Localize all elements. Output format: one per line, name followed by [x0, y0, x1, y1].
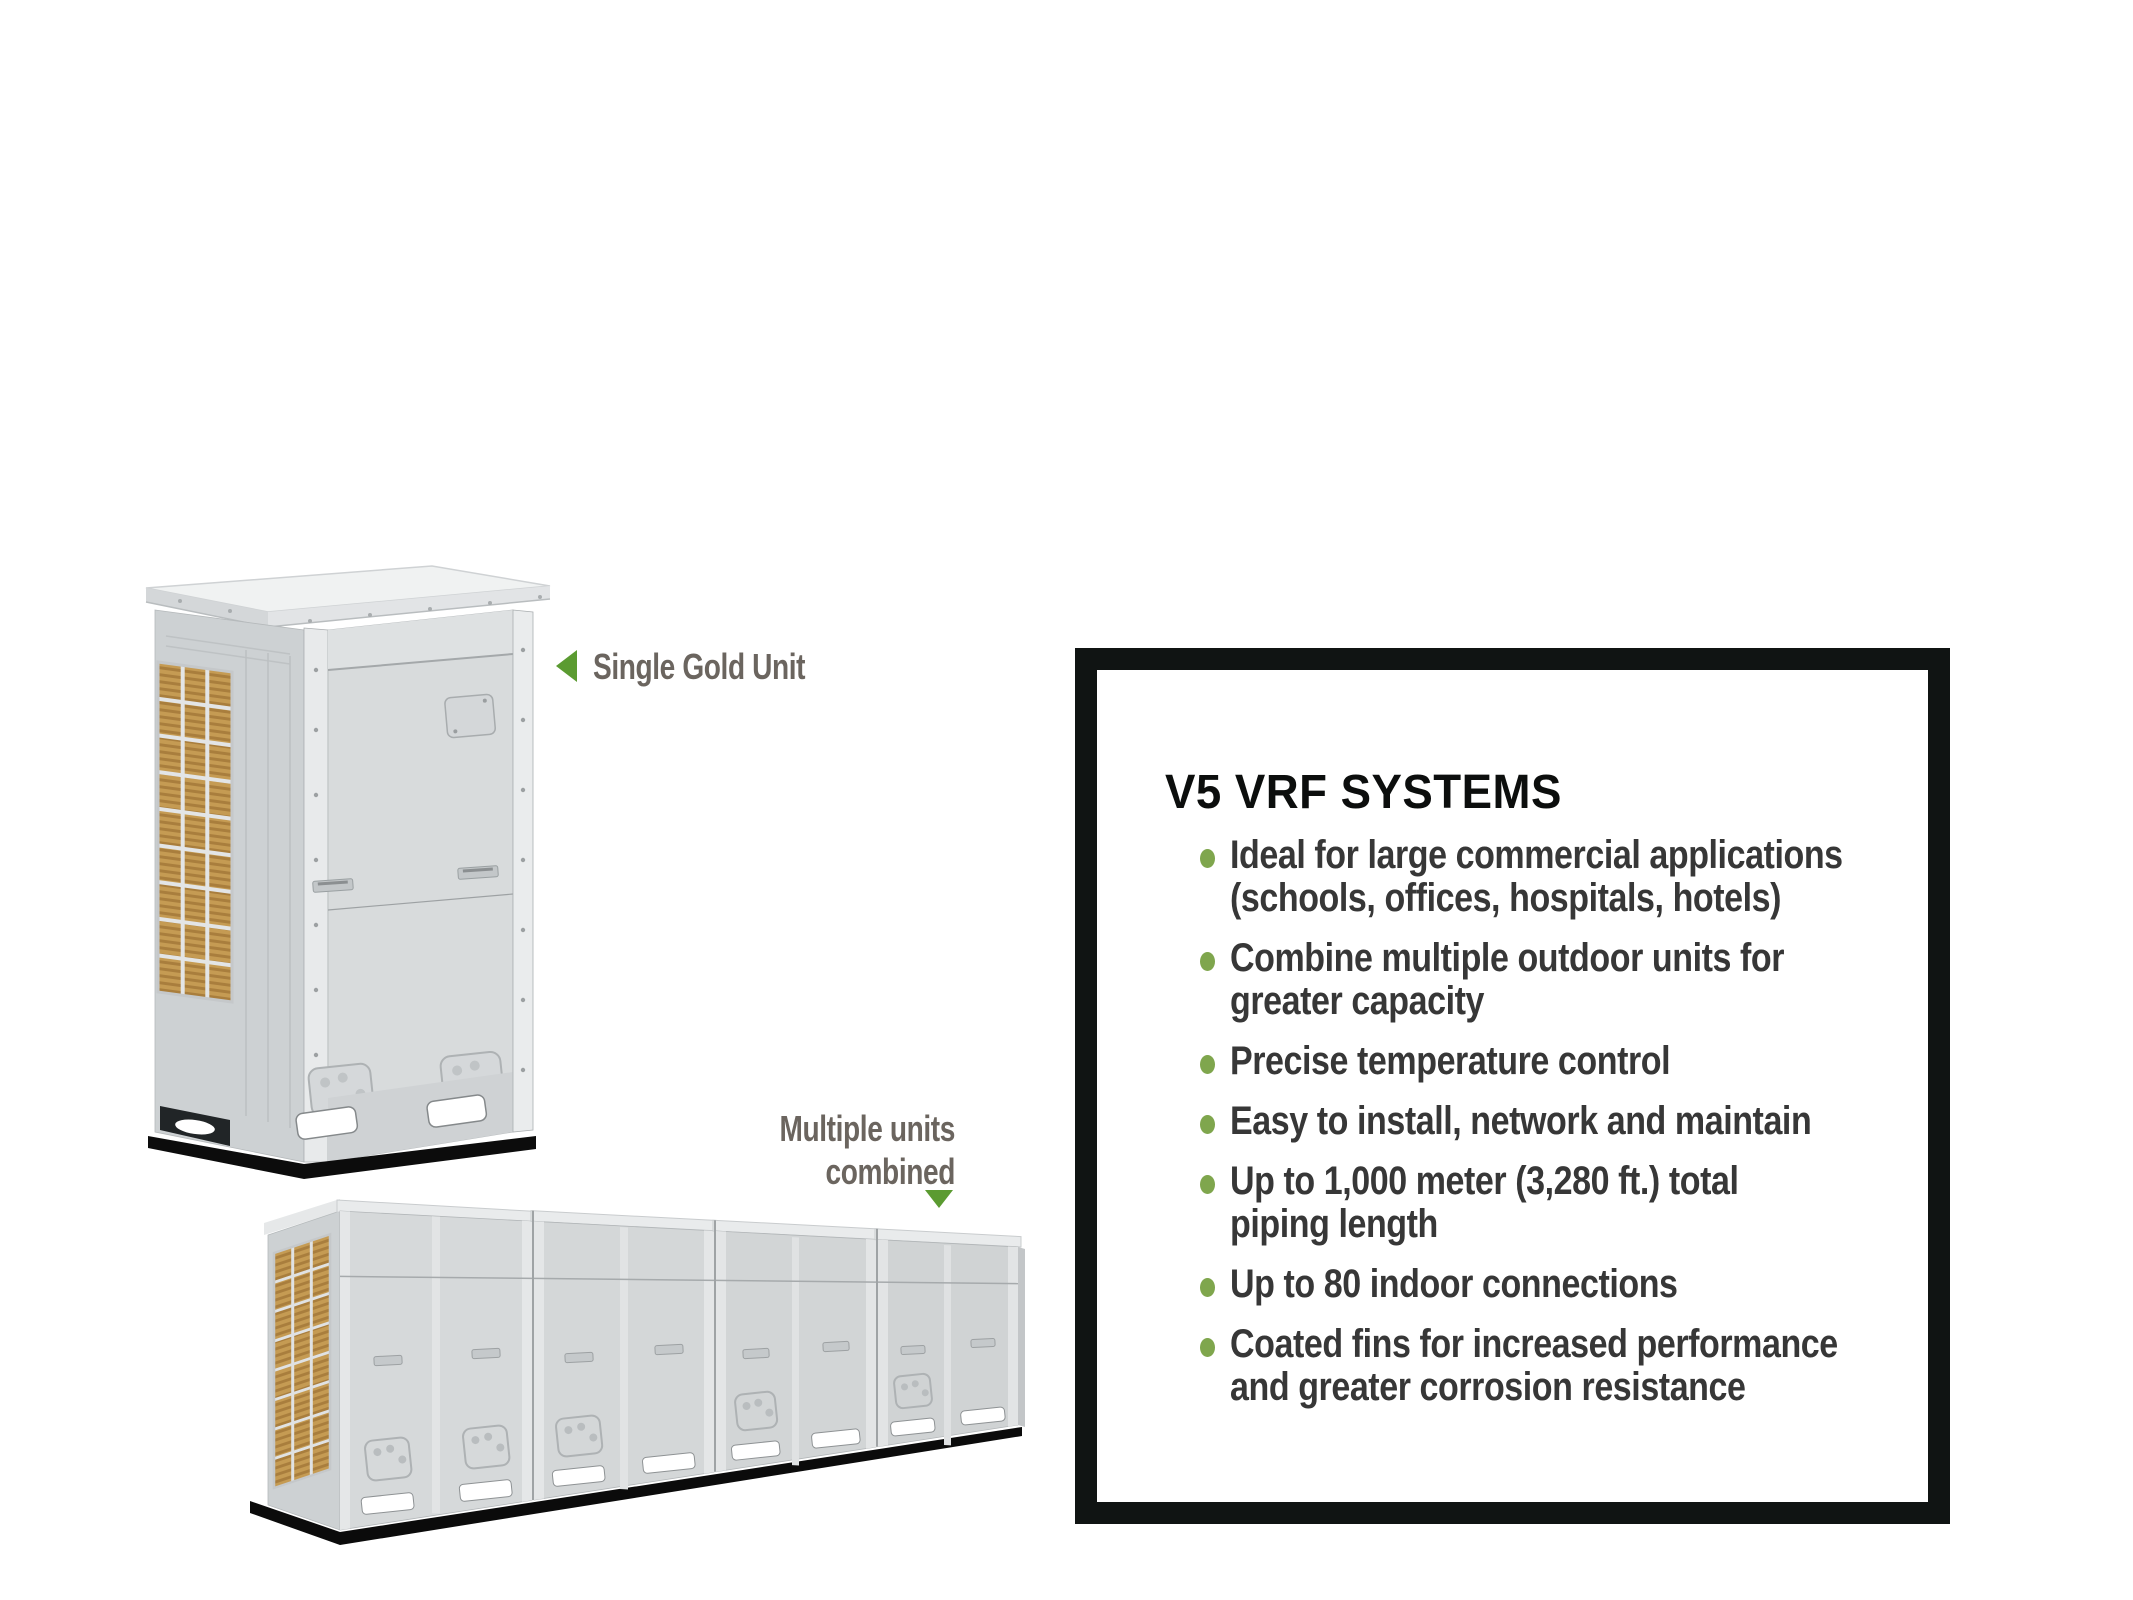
feature-line: and greater corrosion resistance: [1230, 1365, 1746, 1409]
row-unit-1: [336, 1199, 536, 1531]
info-box: V5 VRF SYSTEMS Ideal for large commercia…: [1075, 648, 1950, 1524]
single-unit-image: [100, 550, 580, 1190]
single-unit-svg: [145, 565, 551, 1179]
feature-item: Ideal for large commercial applications …: [1165, 834, 1928, 920]
row-shadow: [250, 1427, 1022, 1545]
coil-grille: [156, 660, 234, 1004]
feature-line: greater capacity: [1230, 979, 1485, 1023]
single-unit-label-text: Single Gold Unit: [593, 646, 806, 687]
multiple-units-label-line2: combined: [825, 1151, 956, 1192]
unit-corner-pillar: [303, 627, 329, 1163]
multiple-units-label-line1: Multiple units: [779, 1108, 956, 1149]
multiple-units-image: [180, 1195, 1040, 1555]
feature-item: Combine multiple outdoor units for great…: [1165, 937, 1928, 1023]
row-unit-4: [874, 1228, 1025, 1448]
row-coil-side: [264, 1199, 341, 1531]
feature-item: Up to 1,000 meter (3,280 ft.) total pipi…: [1165, 1160, 1928, 1246]
single-unit-label: Single Gold Unit: [556, 647, 865, 687]
feature-line: Ideal for large commercial applications: [1230, 833, 1843, 877]
triangle-left-icon: [556, 650, 577, 682]
unit-base: [295, 1072, 513, 1162]
info-box-content: V5 VRF SYSTEMS Ideal for large commercia…: [1097, 670, 1928, 1409]
feature-line: Up to 1,000 meter (3,280 ft.) total: [1230, 1159, 1739, 1203]
unit-coil-side: [154, 609, 305, 1163]
feature-line: Up to 80 indoor connections: [1230, 1262, 1678, 1306]
feature-line: Coated fins for increased performance: [1230, 1322, 1838, 1366]
feature-item: Coated fins for increased performance an…: [1165, 1323, 1928, 1409]
feature-list: Ideal for large commercial applications …: [1165, 834, 1928, 1409]
multiple-units-svg: [250, 1199, 1025, 1545]
row-unit-3: [712, 1219, 880, 1473]
unit-right-pillar: [512, 609, 534, 1133]
info-box-title: V5 VRF SYSTEMS: [1165, 766, 1562, 819]
feature-item: Easy to install, network and maintain: [1165, 1100, 1928, 1143]
feature-item: Precise temperature control: [1165, 1040, 1928, 1083]
feature-line: (schools, offices, hospitals, hotels): [1230, 876, 1782, 920]
feature-line: piping length: [1230, 1202, 1438, 1246]
unit-shadow: [148, 1136, 536, 1179]
feature-line: Combine multiple outdoor units for: [1230, 936, 1785, 980]
multiple-units-label: Multiple units combined: [730, 1107, 956, 1193]
row-unit-2: [530, 1210, 718, 1501]
feature-line: Precise temperature control: [1230, 1039, 1671, 1083]
feature-item: Up to 80 indoor connections: [1165, 1263, 1928, 1306]
feature-line: Easy to install, network and maintain: [1230, 1099, 1812, 1143]
unit-front-panel: [307, 609, 514, 1163]
triangle-down-icon: [925, 1190, 953, 1208]
